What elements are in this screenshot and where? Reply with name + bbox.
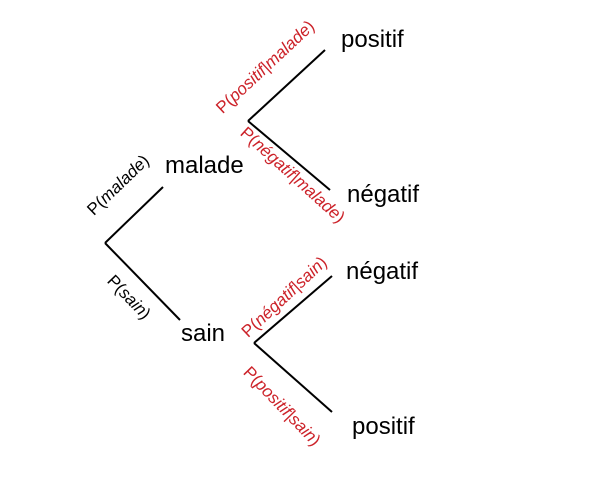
node-negatif-top: négatif — [347, 181, 419, 208]
edge-malade-positif — [247, 49, 326, 122]
label-p-sain: P(sain) — [103, 271, 154, 323]
label-p-negatif-given-sain: P(négatif|sain) — [238, 253, 331, 341]
node-negatif-bottom: négatif — [346, 258, 418, 285]
label-p-positif-given-sain: P(positif|sain) — [239, 363, 324, 450]
label-p-malade: P(malade) — [83, 151, 153, 219]
edge-root-malade — [104, 186, 164, 244]
label-p-positif-given-malade: P(positif|malade) — [212, 17, 318, 118]
node-positif-bottom: positif — [352, 413, 415, 440]
node-sain: sain — [181, 320, 225, 347]
node-malade: malade — [165, 152, 244, 179]
edge-sain-positif — [253, 342, 333, 413]
node-positif-top: positif — [341, 26, 404, 53]
edge-malade-negatif — [247, 120, 331, 191]
edge-sain-negatif — [253, 275, 333, 344]
edge-root-sain — [104, 242, 181, 321]
label-p-negatif-given-malade: P(négatif|malade) — [237, 123, 349, 227]
